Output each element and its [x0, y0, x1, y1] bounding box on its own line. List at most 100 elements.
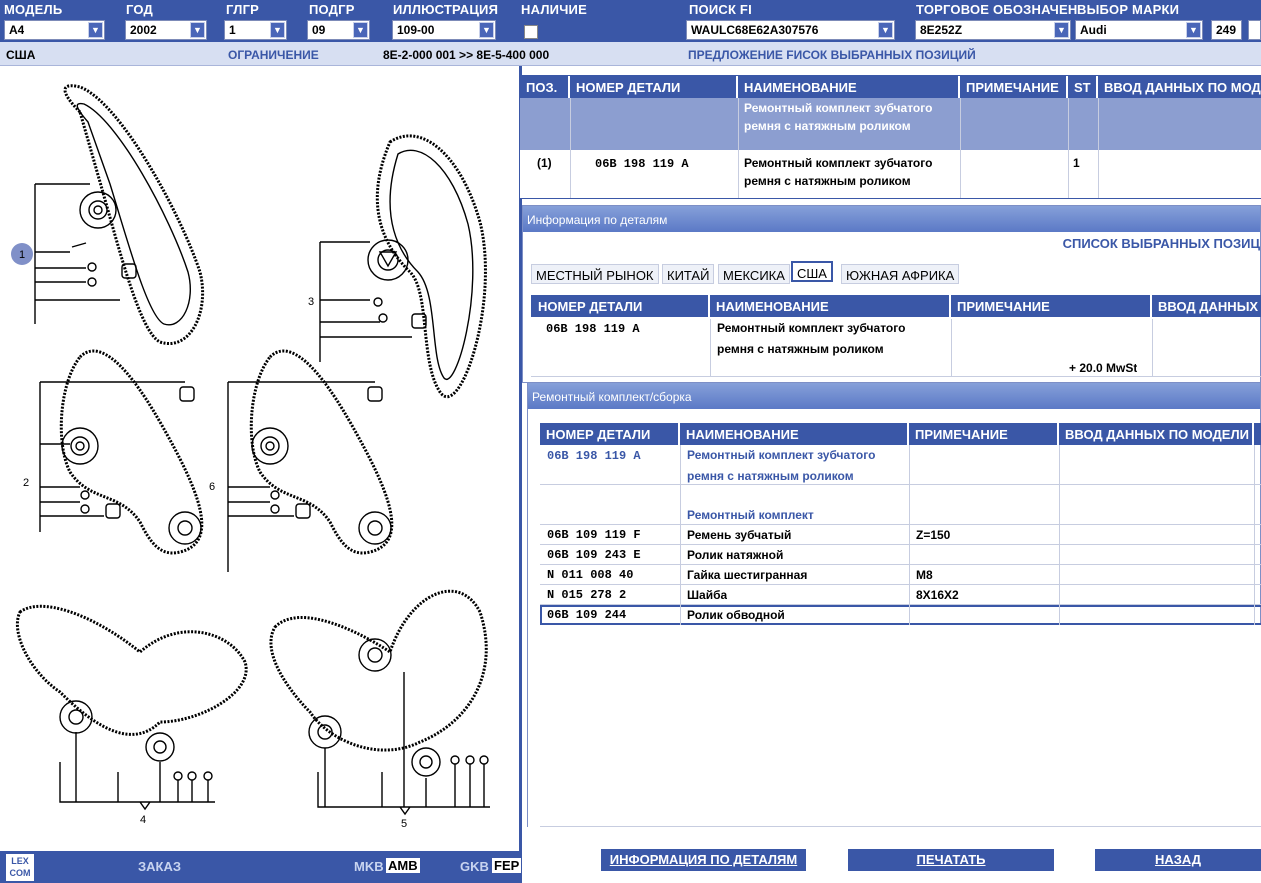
- trade-designation-select[interactable]: 8E252Z ▼: [915, 20, 1071, 40]
- brand-code-field[interactable]: 249: [1211, 20, 1242, 40]
- chevron-down-icon[interactable]: ▼: [190, 22, 205, 38]
- kit-window: Ремонтный комплект/сборка НОМЕР ДЕТАЛИ Н…: [527, 382, 1261, 827]
- print-button[interactable]: ПЕЧАТАТЬ: [848, 849, 1054, 871]
- chevron-down-icon[interactable]: ▼: [353, 22, 368, 38]
- row-name: Ремонтный комплект: [687, 508, 814, 522]
- table-row[interactable]: 06B 109 119 F Ремень зубчатый Z=150: [540, 525, 1261, 545]
- podgr-select[interactable]: 09 ▼: [307, 20, 370, 40]
- row-pos: (1): [537, 156, 552, 170]
- row-part-number: 06B 109 243 E: [547, 548, 641, 562]
- tab-south-africa[interactable]: ЮЖНАЯ АФРИКА: [841, 264, 960, 284]
- col-name[interactable]: НАИМЕНОВАНИЕ: [710, 295, 951, 317]
- table-row[interactable]: 06B 109 243 E Ролик натяжной: [540, 545, 1261, 565]
- row-name-line2: ремня с натяжным роликом: [744, 174, 911, 188]
- callout-3: 3: [308, 296, 314, 308]
- tab-usa[interactable]: США: [791, 261, 833, 282]
- availability-checkbox[interactable]: [524, 25, 538, 39]
- table-row[interactable]: (1) 06B 198 119 A Ремонтный комплект зуб…: [520, 152, 1261, 198]
- year-select[interactable]: 2002 ▼: [125, 20, 207, 40]
- table-row[interactable]: 06B 198 119 A Ремонтный комплект зубчато…: [531, 319, 1261, 377]
- col-part-number[interactable]: НОМЕР ДЕТАЛИ: [531, 295, 710, 317]
- brand-code-spinner[interactable]: [1248, 20, 1261, 40]
- row-st: 1: [1073, 156, 1080, 170]
- brand-code-value: 249: [1216, 23, 1237, 37]
- col-part-number[interactable]: НОМЕР ДЕТАЛИ: [570, 76, 738, 98]
- glgr-value: 1: [229, 23, 236, 37]
- col-model-data[interactable]: ВВОД ДАННЫХ ПО МОДЕЛИ: [1059, 423, 1254, 445]
- col-note[interactable]: ПРИМЕЧАНИЕ: [909, 423, 1059, 445]
- glgr-select[interactable]: 1 ▼: [224, 20, 287, 40]
- row-note: M8: [916, 568, 933, 582]
- col-name[interactable]: НАИМЕНОВАНИЕ: [680, 423, 909, 445]
- back-button[interactable]: НАЗАД: [1095, 849, 1261, 871]
- row-name-line1: Ремонтный комплект зубчатого: [744, 101, 933, 115]
- restriction-label: ОГРАНИЧЕНИЕ: [228, 48, 319, 62]
- model-select[interactable]: A4 ▼: [4, 20, 105, 40]
- col-part-number[interactable]: НОМЕР ДЕТАЛИ: [540, 423, 680, 445]
- tab-mexico[interactable]: МЕКСИКА: [718, 264, 790, 284]
- order-button[interactable]: ЗАКАЗ: [138, 859, 181, 874]
- positions-table: ПОЗ. НОМЕР ДЕТАЛИ НАИМЕНОВАНИЕ ПРИМЕЧАНИ…: [519, 75, 1261, 199]
- col-note[interactable]: ПРИМЕЧАНИЕ: [960, 76, 1068, 98]
- mkb-label: MKB: [354, 859, 384, 874]
- podgr-value: 09: [312, 23, 326, 37]
- illustration-select[interactable]: 109-00 ▼: [392, 20, 496, 40]
- lexcom-logo: LEX COM: [6, 854, 34, 881]
- row-part-number: 06B 109 119 F: [547, 528, 641, 542]
- callout-4: 4: [140, 814, 146, 826]
- panel-divider[interactable]: [519, 66, 522, 883]
- kit-window-title[interactable]: Ремонтный комплект/сборка: [528, 383, 1260, 409]
- logo-line1: LEX: [11, 856, 29, 866]
- table-row-selected[interactable]: 06B 109 244 Ролик обводной: [540, 605, 1261, 625]
- details-window-title[interactable]: Информация по деталям: [523, 206, 1260, 232]
- details-info-button[interactable]: ИНФОРМАЦИЯ ПО ДЕТАЛЯМ: [601, 849, 806, 871]
- row-part-number: N 015 278 2: [547, 588, 627, 602]
- col-model-data[interactable]: ВВОД ДАННЫХ ПО МОДЕЛИ: [1098, 76, 1261, 98]
- gkb-label: GKB: [460, 859, 489, 874]
- logo-line2: COM: [9, 868, 31, 878]
- col-pos[interactable]: ПОЗ.: [520, 76, 570, 98]
- row-name-line2: ремня с натяжным роликом: [744, 119, 911, 133]
- brand-value: Audi: [1080, 23, 1107, 37]
- search-fi-input[interactable]: WAULC68E62A307576 ▼: [686, 20, 895, 40]
- parts-illustration[interactable]: 1 2 3 4 5 6: [0, 72, 516, 847]
- col-model-data[interactable]: ВВОД ДАННЫХ: [1152, 295, 1261, 317]
- details-subtitle: СПИСОК ВЫБРАННЫХ ПОЗИЦ: [1062, 236, 1260, 251]
- table-row[interactable]: Ремонтный комплект: [540, 485, 1261, 525]
- row-name-line1: Ремонтный комплект зубчатого: [744, 156, 933, 170]
- row-name-line2: ремня с натяжным роликом: [687, 469, 854, 483]
- illustration-label: ИЛЛЮСТРАЦИЯ: [393, 2, 499, 17]
- table-row[interactable]: N 011 008 40 Гайка шестигранная M8: [540, 565, 1261, 585]
- tab-local-market[interactable]: МЕСТНЫЙ РЫНОК: [531, 264, 659, 284]
- table-row[interactable]: Ремонтный комплект зубчатого ремня с нат…: [520, 98, 1261, 150]
- chevron-down-icon[interactable]: ▼: [1054, 22, 1069, 38]
- details-window: Информация по деталям СПИСОК ВЫБРАННЫХ П…: [522, 205, 1261, 383]
- row-note: 8X16X2: [916, 588, 959, 602]
- col-name[interactable]: НАИМЕНОВАНИЕ: [738, 76, 960, 98]
- filter-bar: МОДЕЛЬ A4 ▼ ГОД 2002 ▼ ГЛГР 1 ▼ ПОДГР 09…: [0, 0, 1261, 42]
- year-label: ГОД: [126, 2, 153, 17]
- callout-1: 1: [19, 249, 25, 261]
- trade-designation-label: ТОРГОВОЕ ОБОЗНАЧЕН: [916, 2, 1078, 17]
- info-row: США ОГРАНИЧЕНИЕ 8E-2-000 001 >> 8E-5-400…: [0, 42, 1261, 66]
- chevron-down-icon[interactable]: ▼: [479, 22, 494, 38]
- chevron-down-icon[interactable]: ▼: [878, 22, 893, 38]
- year-value: 2002: [130, 23, 157, 37]
- podgr-label: ПОДГР: [309, 2, 355, 17]
- table-row[interactable]: N 015 278 2 Шайба 8X16X2: [540, 585, 1261, 605]
- illustration-value: 109-00: [397, 23, 435, 37]
- chevron-down-icon[interactable]: ▼: [270, 22, 285, 38]
- table-row[interactable]: 06B 198 119 A Ремонтный комплект зубчато…: [540, 445, 1261, 485]
- chevron-down-icon[interactable]: ▼: [1186, 22, 1201, 38]
- tab-china[interactable]: КИТАЙ: [662, 264, 715, 284]
- trade-designation-value: 8E252Z: [920, 23, 963, 37]
- chevron-down-icon[interactable]: ▼: [88, 22, 103, 38]
- row-part-number: 06B 198 119 A: [546, 322, 640, 336]
- col-st[interactable]: ST: [1068, 76, 1098, 98]
- row-note: Z=150: [916, 528, 951, 542]
- callout-6: 6: [209, 481, 215, 493]
- col-note[interactable]: ПРИМЕЧАНИЕ: [951, 295, 1152, 317]
- brand-select[interactable]: Audi ▼: [1075, 20, 1203, 40]
- row-part-number: 06B 198 119 A: [595, 157, 689, 171]
